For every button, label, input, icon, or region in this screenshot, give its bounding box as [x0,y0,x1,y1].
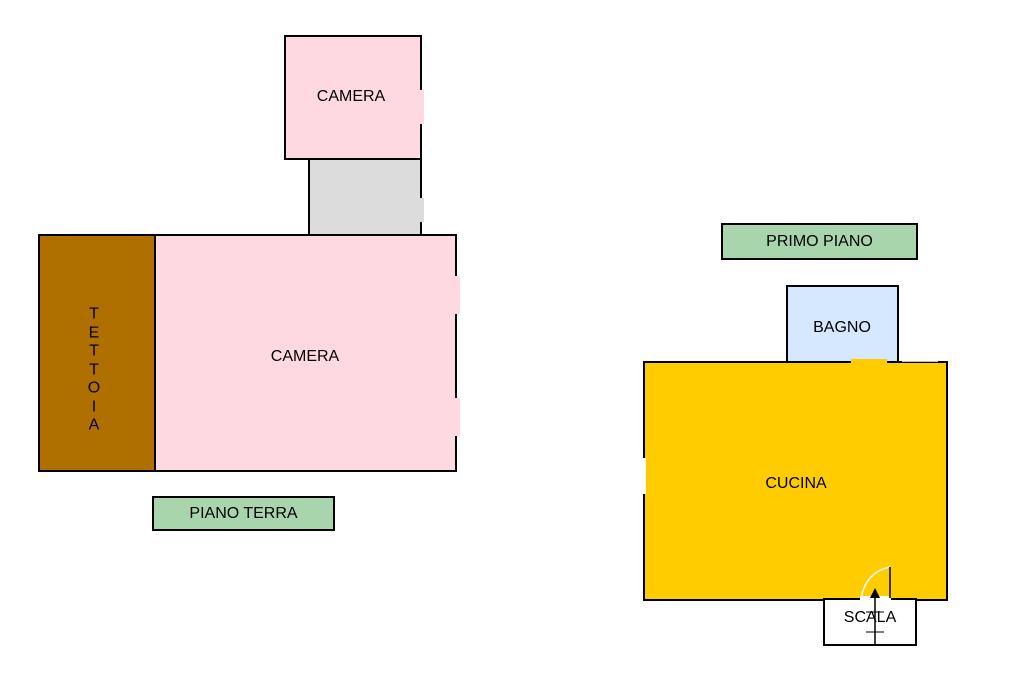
room-tettoia [38,234,156,472]
floor-tag-label: PRIMO PIANO [766,232,873,250]
window-opening [418,90,424,124]
room-bagno [786,285,899,364]
stair-arrow-head [870,588,880,598]
room-label-camera-main: CAMERA [270,348,340,365]
floor-tag-piano-terra: PIANO TERRA [152,496,335,531]
tettoia-letter: O [87,379,101,397]
floor-tag-label: PIANO TERRA [189,504,298,522]
room-label-cucina: CUCINA [765,475,827,492]
window-opening [641,458,646,494]
tettoia-letter: I [91,397,97,415]
stair-door-arc [860,566,891,599]
tettoia-letter: T [89,305,99,323]
room-camera-main [154,234,457,472]
room-camera-upper [284,35,422,160]
door-opening-bagno [851,359,887,364]
tettoia-letter: T [89,342,99,360]
tettoia-letter: T [89,360,99,378]
room-label-camera-upper: CAMERA [316,88,386,105]
room-label-scala: SCALA [843,609,897,626]
room-label-bagno: BAGNO [813,319,871,336]
tettoia-letter: E [88,323,100,341]
room-cucina [643,361,948,601]
tettoia-letter: A [88,416,100,434]
window-opening [453,398,460,436]
window-opening [418,198,424,222]
window-opening [453,276,460,314]
floor-tag-primo-piano: PRIMO PIANO [721,223,918,260]
